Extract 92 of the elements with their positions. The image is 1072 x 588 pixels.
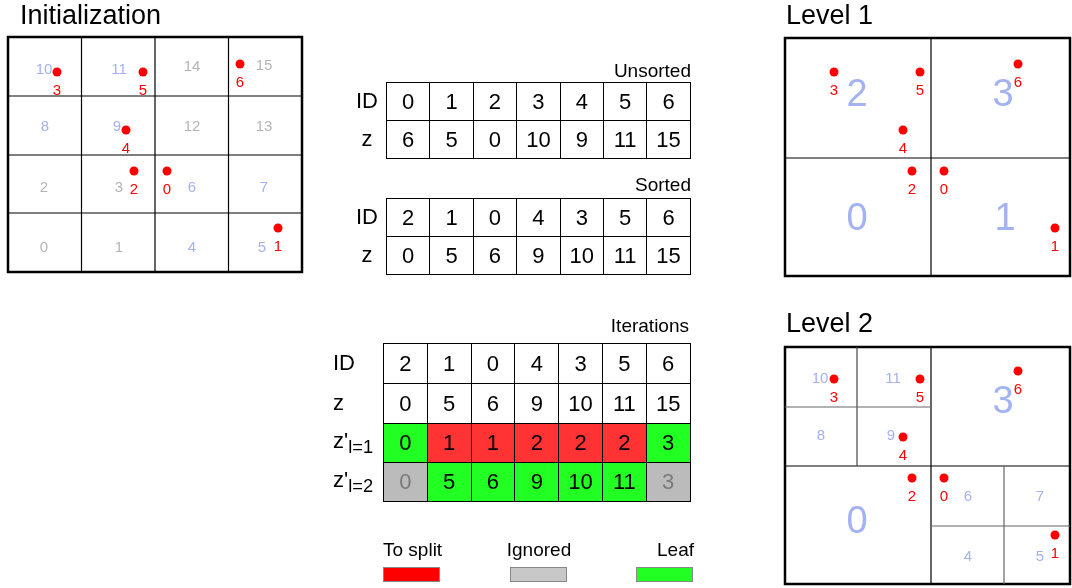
cell-number: 4 <box>187 238 197 254</box>
table-cell: 6 <box>470 462 516 502</box>
point-label: 5 <box>915 81 925 97</box>
point-label: 1 <box>273 237 283 253</box>
table-cell: 1 <box>426 423 472 463</box>
table-cell: 6 <box>645 343 691 384</box>
quadrant-number: 3 <box>992 381 1014 419</box>
point-label: 3 <box>829 81 839 97</box>
point-label: 2 <box>129 180 139 196</box>
point-label: 4 <box>898 446 908 462</box>
table-cell: 11 <box>602 462 647 502</box>
cell-number: 0 <box>39 238 49 254</box>
point-label: 4 <box>898 139 908 155</box>
row-header: z'$_{l=2}$ <box>333 468 374 495</box>
cell-number: 4 <box>963 547 973 563</box>
cell-number: 12 <box>183 117 201 133</box>
cell-number: 6 <box>963 487 973 503</box>
table-cell: 6 <box>646 198 691 237</box>
cell-number: 7 <box>259 178 269 194</box>
table-cell: 1 <box>470 423 516 463</box>
quadrant-number: 2 <box>846 74 868 112</box>
table-cell: 2 <box>383 343 428 384</box>
cell-number: 10 <box>35 60 53 76</box>
cell-number: 14 <box>183 57 201 73</box>
table-cell: 2 <box>514 423 560 463</box>
cell-number: 9 <box>112 117 122 133</box>
point-label: 1 <box>1050 544 1060 560</box>
quadrant-number: 3 <box>992 74 1014 112</box>
point-label: 2 <box>907 487 917 503</box>
table-cell: 5 <box>426 462 472 502</box>
panel-title: Initialization <box>20 1 162 29</box>
row-header: z <box>361 128 373 150</box>
point-label: 1 <box>1050 237 1060 253</box>
cell-number: 13 <box>255 117 273 133</box>
legend-label: Leaf <box>657 539 694 559</box>
table-cell: 3 <box>645 423 691 463</box>
point-label: 0 <box>939 180 949 196</box>
panel-title: Level 1 <box>786 1 874 29</box>
table-cell: 0 <box>383 423 428 463</box>
cell-number: 9 <box>886 426 896 442</box>
table-cell: 6 <box>646 82 691 121</box>
point-label: 5 <box>138 81 148 97</box>
row-header: ID <box>333 352 355 374</box>
point-label: 3 <box>52 81 62 97</box>
row-header: z <box>333 392 344 414</box>
table-cell: 9 <box>514 462 560 502</box>
table-title: Iterations <box>610 315 689 335</box>
cell-number: 5 <box>1035 547 1045 563</box>
legend-label: Ignored <box>506 539 572 559</box>
table-title: Unsorted <box>613 60 691 80</box>
table-cell: 0 <box>386 82 431 121</box>
cell-number: 6 <box>187 178 197 194</box>
cell-number: 3 <box>114 178 124 194</box>
point-label: 0 <box>939 487 949 503</box>
row-header: z'$_{l=1}$ <box>333 429 374 456</box>
cell-number: 8 <box>40 117 50 133</box>
cell-number: 2 <box>39 178 49 194</box>
quadrant-number: 0 <box>846 198 868 236</box>
table-cell: 2 <box>602 423 647 463</box>
cell-number: 8 <box>816 426 826 442</box>
row-header: ID <box>356 90 378 112</box>
cell-number: 10 <box>811 369 829 385</box>
panel-title: Level 2 <box>786 309 874 337</box>
table-cell: 2 <box>558 423 603 463</box>
row-header: z <box>361 244 373 266</box>
cell-number: 1 <box>114 238 124 254</box>
point-label: 2 <box>907 180 917 196</box>
cell-number: 5 <box>257 238 267 254</box>
point-label: 6 <box>1013 380 1023 396</box>
table-cell: 10 <box>558 462 603 502</box>
legend-label: To split <box>383 539 443 559</box>
table-cell: 6 <box>386 120 431 159</box>
cell-number: 7 <box>1035 487 1045 503</box>
point-label: 0 <box>162 180 172 196</box>
table-title: Sorted <box>635 174 691 194</box>
table-cell: 0 <box>386 236 431 275</box>
table-cell: 15 <box>646 236 691 275</box>
cell-number: 11 <box>111 60 127 76</box>
quadrant-number: 0 <box>846 501 868 539</box>
point-label: 6 <box>1013 73 1023 89</box>
point-label: 6 <box>235 73 245 89</box>
table-cell: 2 <box>386 198 431 237</box>
point-label: 3 <box>829 388 839 404</box>
cell-number: 11 <box>885 369 901 385</box>
table-cell: 3 <box>645 462 691 502</box>
cell-number: 15 <box>255 56 273 72</box>
quadrant-number: 1 <box>994 198 1016 236</box>
point-label: 5 <box>915 388 925 404</box>
table-cell: 0 <box>383 462 428 502</box>
point-label: 4 <box>121 139 131 155</box>
table-cell: 15 <box>646 120 691 159</box>
row-header: ID <box>356 206 378 228</box>
